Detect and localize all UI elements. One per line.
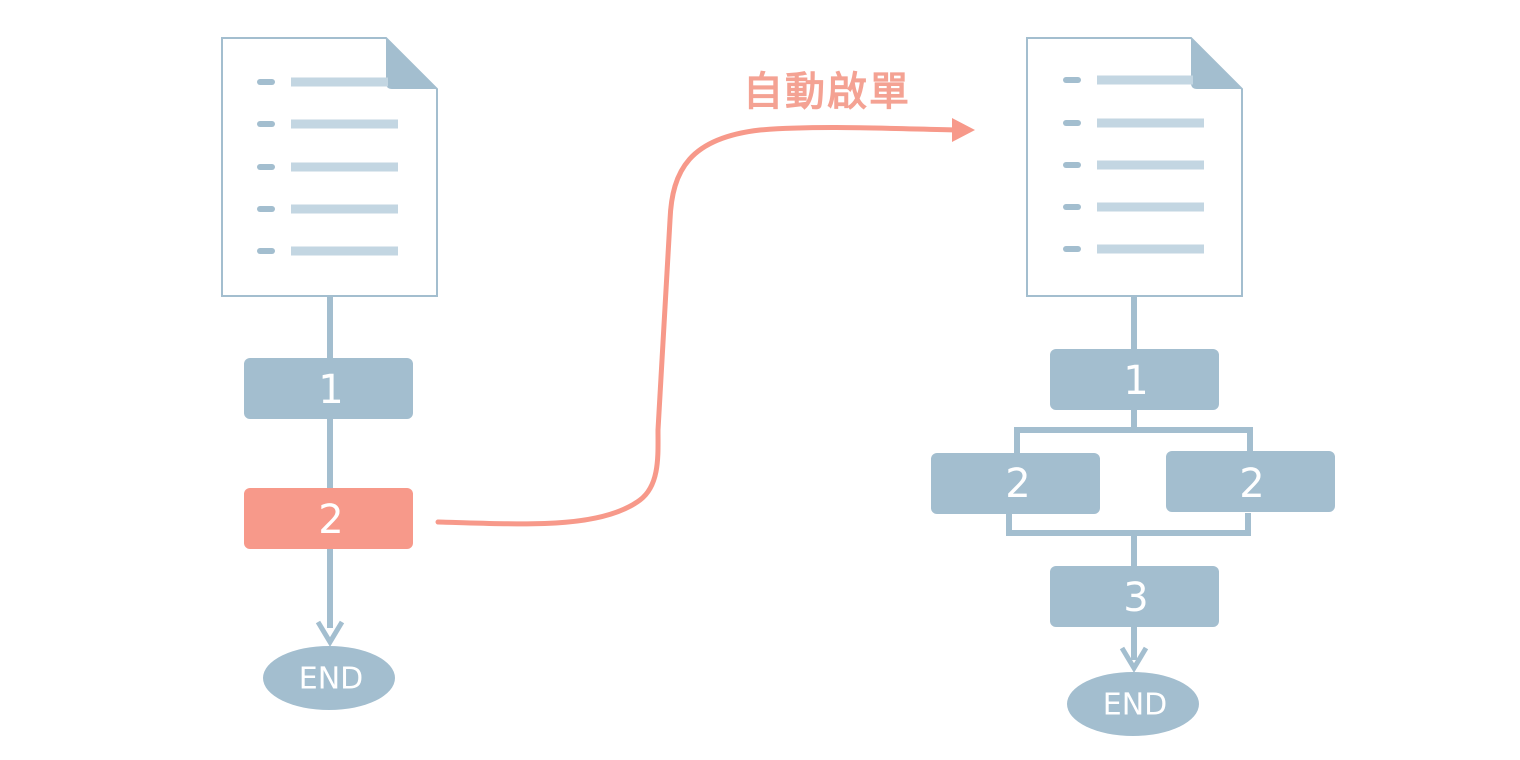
left-step-1-box: 1 bbox=[244, 358, 413, 419]
right-branch-split bbox=[1014, 427, 1253, 454]
auto-open-arrowhead bbox=[952, 118, 975, 142]
right-step-2b-label: 2 bbox=[1239, 461, 1264, 507]
right-arrowhead bbox=[1119, 646, 1149, 673]
right-step-2b-box: 2 bbox=[1166, 451, 1335, 512]
right-step-1-label: 1 bbox=[1123, 358, 1148, 404]
right-step-2a-box: 2 bbox=[931, 453, 1100, 514]
right-step-3-box: 3 bbox=[1050, 566, 1219, 627]
right-step-1-box: 1 bbox=[1050, 349, 1219, 410]
left-document-icon bbox=[221, 37, 438, 297]
left-step-2-box: 2 bbox=[244, 488, 413, 549]
right-branch-merge bbox=[1006, 513, 1251, 536]
auto-open-label: 自動啟單 bbox=[743, 69, 911, 115]
left-flow: 1 2 END bbox=[221, 37, 438, 710]
right-end-label: END bbox=[1103, 688, 1168, 723]
right-end-ellipse: END bbox=[1067, 672, 1199, 736]
auto-open-arrow: 自動啟單 bbox=[435, 69, 975, 527]
left-arrowhead bbox=[315, 620, 345, 647]
right-step-2a-label: 2 bbox=[1005, 461, 1030, 507]
right-step-3-label: 3 bbox=[1123, 575, 1148, 621]
left-step-1-label: 1 bbox=[318, 367, 343, 413]
left-end-label: END bbox=[299, 662, 364, 697]
right-flow: 1 2 2 3 END bbox=[931, 37, 1335, 736]
left-end-ellipse: END bbox=[263, 646, 395, 710]
right-document-icon bbox=[1026, 37, 1243, 297]
left-step-2-label: 2 bbox=[318, 497, 343, 543]
